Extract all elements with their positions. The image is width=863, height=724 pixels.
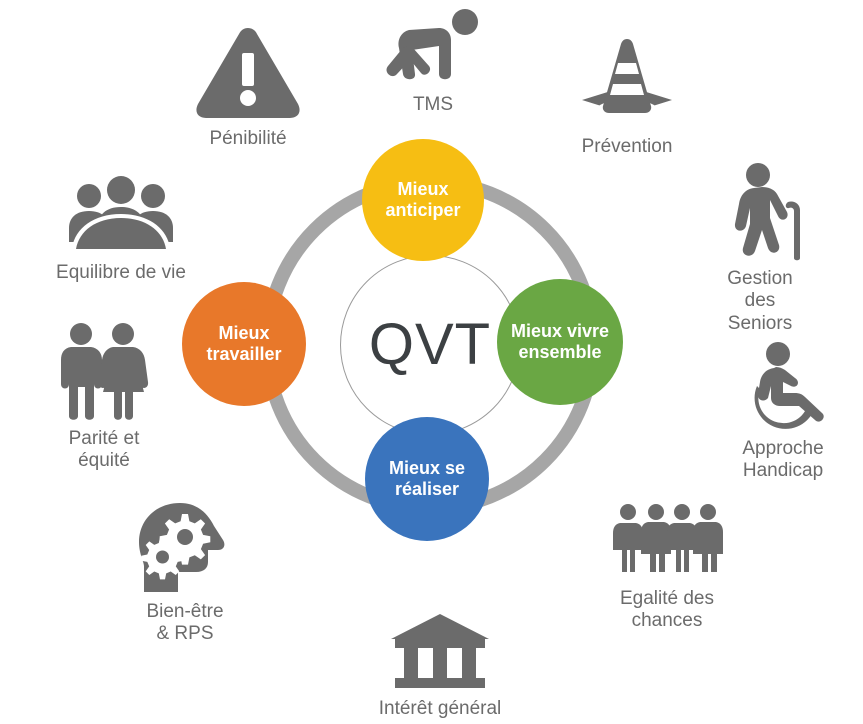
satellite-bienetre[interactable]: Bien-être & RPS (110, 500, 260, 646)
satellite-label: Prévention (581, 136, 673, 157)
four-people-icon (611, 502, 723, 582)
node-mieux-travailler[interactable]: Mieux travailler (182, 282, 306, 406)
node-label: Mieux travailler (206, 322, 282, 364)
warning-triangle-icon (193, 22, 303, 122)
satellite-label: Intérêt général (378, 698, 502, 719)
wheelchair-icon (733, 342, 833, 432)
satellite-label: Egalité des chances (619, 588, 714, 632)
elderly-person-cane-icon (710, 162, 810, 262)
head-with-gears-icon (136, 500, 234, 595)
node-label: Mieux anticiper (385, 178, 461, 220)
satellite-penibilite[interactable]: Pénibilité (173, 22, 323, 150)
group-of-people-icon (61, 176, 181, 256)
satellite-tms[interactable]: TMS (368, 8, 498, 116)
center-circle: QVT (340, 255, 520, 435)
satellite-label: Gestion des Seniors (727, 268, 793, 334)
classical-building-icon (387, 612, 493, 692)
satellite-handicap[interactable]: Approche Handicap (710, 342, 856, 483)
node-mieux-anticiper[interactable]: Mieux anticiper (362, 139, 484, 261)
satellite-label: Equilibre de vie (56, 262, 186, 283)
satellite-label: Approche Handicap (742, 438, 824, 482)
traffic-cone-icon (570, 30, 685, 130)
qvt-wheel: QVT Mieux anticiper Mieux vivre ensemble… (182, 139, 635, 550)
satellite-label: Bien-être & RPS (146, 601, 224, 645)
node-mieux-se-realiser[interactable]: Mieux se réaliser (365, 417, 489, 541)
node-label: Mieux se réaliser (388, 457, 466, 499)
satellite-label: Pénibilité (209, 128, 287, 149)
satellite-egalite[interactable]: Egalité des chances (592, 502, 742, 633)
satellite-seniors[interactable]: Gestion des Seniors (690, 162, 830, 335)
satellite-interet[interactable]: Intérêt général (350, 612, 530, 720)
node-label: Mieux vivre ensemble (510, 320, 610, 362)
person-lifting-icon (383, 8, 483, 88)
satellite-label: Parité et équité (68, 428, 140, 472)
couple-icon (56, 322, 152, 422)
satellite-parite[interactable]: Parité et équité (30, 322, 178, 473)
satellite-label: TMS (412, 94, 454, 115)
center-label: QVT (368, 312, 492, 377)
satellite-prevention[interactable]: Prévention (552, 30, 702, 158)
satellite-equilibre[interactable]: Equilibre de vie (32, 176, 210, 284)
node-mieux-vivre-ensemble[interactable]: Mieux vivre ensemble (497, 279, 623, 405)
